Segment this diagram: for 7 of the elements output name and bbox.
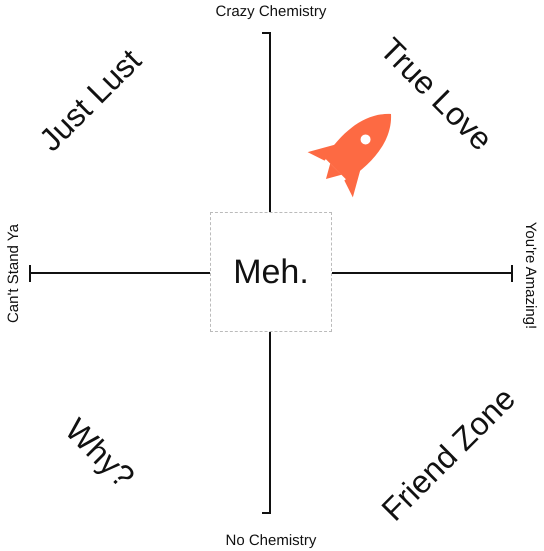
center-label: Meh. xyxy=(233,252,309,292)
axis-label: Can't Stand Ya xyxy=(6,223,21,323)
quadrant-label: Just Lust xyxy=(33,43,147,157)
center-box xyxy=(210,212,332,332)
axis-label: Crazy Chemistry xyxy=(216,4,326,18)
axis-label: No Chemistry xyxy=(226,532,316,548)
axis-label: You're Amazing! xyxy=(522,221,538,329)
